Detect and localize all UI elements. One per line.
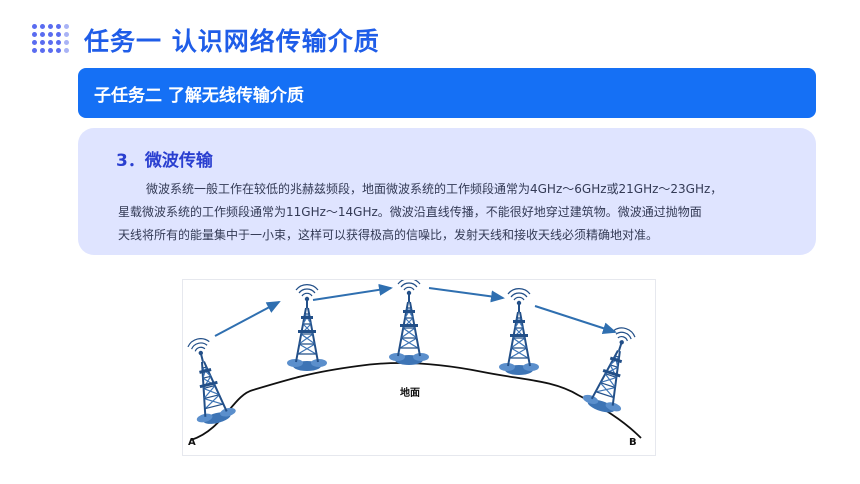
microwave-tower-icon xyxy=(579,321,647,418)
microwave-tower-icon xyxy=(498,287,540,376)
section-paragraph: 微波系统一般工作在较低的兆赫兹频段，地面微波系统的工作频段通常为4GHz～6GH… xyxy=(118,178,808,247)
microwave-relay-figure: 地面 A B xyxy=(182,279,656,456)
content-card: 3．微波传输 微波系统一般工作在较低的兆赫兹频段，地面微波系统的工作频段通常为4… xyxy=(78,128,816,255)
subtask-title: 子任务二 了解无线传输介质 xyxy=(94,86,304,106)
paragraph-line: 天线将所有的能量集中于一小束，这样可以获得极高的信噪比，发射天线和接收天线必须精… xyxy=(118,228,659,242)
point-b-label: B xyxy=(629,437,637,448)
ground-label: 地面 xyxy=(400,388,420,399)
point-a-label: A xyxy=(188,437,196,448)
microwave-tower-icon xyxy=(388,280,430,366)
section-heading: 3．微波传输 xyxy=(116,151,213,171)
arrow-3 xyxy=(428,287,505,303)
arrow-4 xyxy=(534,305,617,334)
ground-curve xyxy=(190,362,642,441)
subtask-bar: 子任务二 了解无线传输介质 xyxy=(78,68,816,118)
microwave-tower-icon xyxy=(286,283,328,372)
arrow-2 xyxy=(312,283,393,301)
paragraph-line: 星载微波系统的工作频段通常为11GHz～14GHz。微波沿直线传播，不能很好地穿… xyxy=(118,205,702,219)
paragraph-line: 微波系统一般工作在较低的兆赫兹频段，地面微波系统的工作频段通常为4GHz～6GH… xyxy=(146,182,723,196)
page-title: 任务一 认识网络传输介质 xyxy=(84,27,380,56)
microwave-relay-diagram xyxy=(183,280,647,441)
logo-dots-icon xyxy=(32,24,70,54)
microwave-tower-icon xyxy=(183,333,239,429)
arrow-1 xyxy=(214,301,281,337)
